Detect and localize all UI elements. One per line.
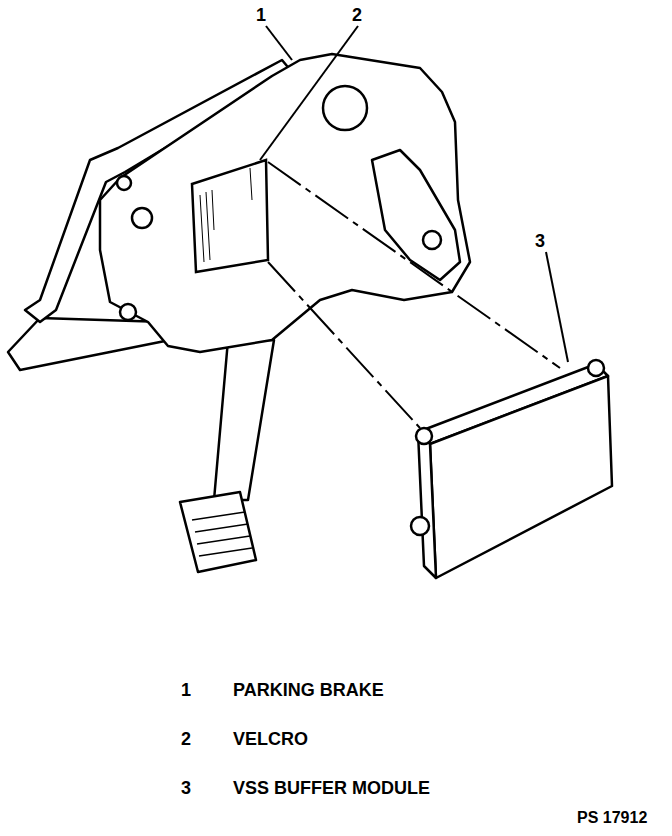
mounting-plate — [8, 318, 170, 370]
part-name: PARKING BRAKE — [233, 681, 384, 699]
velcro-texture — [200, 168, 252, 262]
part-name: VELCRO — [233, 730, 308, 748]
pedal-pad — [180, 492, 256, 572]
pedal-lever — [214, 340, 274, 500]
rivet — [117, 176, 131, 190]
mounting-ear — [588, 360, 604, 376]
pivot-bolt — [423, 231, 441, 249]
part-name: VSS BUFFER MODULE — [233, 779, 430, 797]
bracket-body — [100, 54, 470, 352]
side-flange — [372, 150, 460, 280]
velcro-patch — [192, 160, 268, 272]
callout-number: 2 — [181, 730, 191, 748]
parking-brake — [8, 54, 470, 572]
callout-number: 2 — [352, 6, 362, 24]
module-face — [430, 376, 612, 578]
vss-buffer-module — [411, 360, 612, 578]
bolt-head — [120, 304, 136, 320]
mounting-hole — [323, 86, 367, 130]
figure-number: PS 17912 — [577, 810, 647, 826]
pad-grooves — [192, 512, 252, 556]
projection-line — [268, 162, 560, 428]
callout-number: 1 — [256, 6, 266, 24]
mounting-ear — [416, 428, 432, 444]
callout-number: 1 — [181, 681, 191, 699]
module-side — [418, 432, 436, 578]
leader-line — [260, 26, 568, 362]
bolt-head — [132, 208, 152, 228]
callout-number: 3 — [535, 232, 545, 250]
mounting-ear — [411, 517, 429, 535]
callout-number: 3 — [181, 779, 191, 797]
